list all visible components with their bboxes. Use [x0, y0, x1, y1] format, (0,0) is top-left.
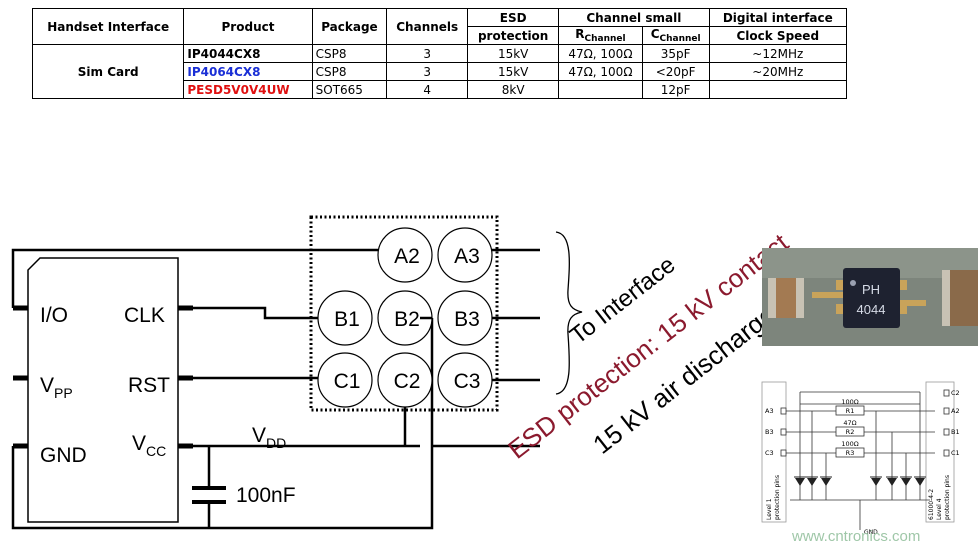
header-r-sub: Channel [584, 34, 626, 44]
r1-value: 100Ω [841, 398, 858, 406]
right-caption-1: Level 4 [936, 498, 943, 520]
r1-name: R1 [846, 407, 855, 415]
header-product: Product [183, 8, 313, 45]
sim-pin-clk: CLK [124, 304, 165, 327]
sim-pin-vcc: VCC [132, 432, 166, 459]
r3-name: R3 [846, 449, 855, 457]
sim-pin-io: I/O [40, 304, 68, 327]
csp-package-outline [309, 215, 499, 412]
table-row: PESD5V0V4UW SOT665 4 8kV 12pF [33, 80, 848, 99]
left-caption-1: Level 1 [766, 498, 773, 520]
resistor-r3 [835, 447, 865, 458]
smd-capacitor [768, 278, 804, 318]
capacitor-label: 100nF [236, 484, 296, 507]
ball-b1 [317, 290, 373, 346]
circuit-wires [11, 248, 540, 530]
ball-label: A2 [394, 245, 420, 268]
chip-marking-2: 4044 [857, 302, 886, 317]
header-c-main: C [650, 27, 660, 41]
resistor-r1 [835, 405, 865, 416]
header-channels: Channels [386, 8, 469, 45]
sim-pin-gnd: GND [40, 444, 87, 467]
vdd-label: VDD [252, 424, 286, 451]
header-c-channel: CChannel [641, 26, 710, 45]
right-caption-2: protection pins [944, 475, 951, 520]
header-row: Handset Interface Product Package Channe… [31, 8, 848, 45]
r2-value: 47Ω [843, 419, 856, 427]
schematic-pin-right: A2 [951, 407, 960, 415]
ball-a2 [377, 227, 433, 283]
right-caption-3: 61000-4-2 [928, 489, 935, 520]
product-cell: PESD5V0V4UW [183, 80, 313, 99]
tvs-diodes [795, 478, 925, 486]
schematic-pin-left: A3 [765, 407, 774, 415]
ball-c2 [377, 352, 433, 408]
schematic-pin-right: C1 [951, 449, 960, 457]
schematic-pin-left: B3 [765, 428, 774, 436]
ball-label: B3 [454, 308, 480, 331]
ball-label: B2 [394, 308, 420, 331]
resistor-r2 [835, 426, 865, 437]
ball-a3 [437, 227, 493, 283]
package-cell: SOT665 [311, 80, 388, 99]
interface-brace [555, 231, 583, 395]
chip-photo: PH 4044 [762, 248, 978, 346]
sim-card-body [27, 257, 179, 523]
sim-pin-rst: RST [128, 374, 170, 397]
ball-label: C3 [454, 370, 481, 393]
watermark: www.cntronics.com [791, 528, 920, 545]
schematic-pin-right: C2 [951, 389, 960, 397]
internal-schematic: 100Ω R1 47Ω R2 100Ω R3 [761, 381, 960, 536]
r-cell: 47Ω, 100Ω [558, 44, 643, 63]
ball-label: C1 [334, 370, 361, 393]
schematic-pin-right: B1 [951, 428, 960, 436]
channels-cell: 4 [386, 80, 469, 99]
c-cell: 12pF [641, 80, 710, 99]
ball-label: C2 [394, 370, 421, 393]
spec-table: Handset Interface Product Package Channe… [31, 8, 848, 99]
csp-balls [317, 227, 493, 408]
esd-cell: 8kV [467, 80, 560, 99]
header-digital-1: Digital interface [708, 8, 848, 27]
ball-labels: A2 A3 B1 B2 B3 C1 C2 C3 [334, 245, 481, 393]
r3-value: 100Ω [841, 440, 858, 448]
product-cell: IP4044CX8 [183, 44, 313, 63]
ball-c1 [317, 352, 373, 408]
product-cell: IP4064CX8 [183, 62, 313, 81]
sim-pin-stubs [13, 305, 193, 449]
chip-body [843, 268, 900, 328]
header-r-main: R [575, 27, 585, 41]
sim-pin-vpp: VPP [40, 374, 73, 401]
ball-label: B1 [334, 308, 360, 331]
capacitor-symbol [192, 486, 226, 504]
schematic-gnd: GND [864, 529, 878, 536]
header-esd-2: protection [467, 26, 560, 45]
ball-label: A3 [454, 245, 480, 268]
schematic-pin-left: C3 [765, 449, 774, 457]
ball-c3 [437, 352, 493, 408]
r2-name: R2 [846, 428, 855, 436]
header-c-sub: Channel [659, 34, 701, 44]
chip-marking-1: PH [862, 282, 880, 297]
header-interface: Handset Interface [31, 8, 185, 45]
interface-cell: Sim Card [31, 44, 185, 99]
ball-b3 [437, 290, 493, 346]
left-caption-2: protection pins [774, 475, 781, 520]
header-esd-1: ESD [467, 8, 560, 27]
table-row: Sim Card IP4044CX8 CSP8 3 15kV 47Ω, 100Ω… [31, 44, 848, 99]
clock-cell [708, 80, 848, 99]
